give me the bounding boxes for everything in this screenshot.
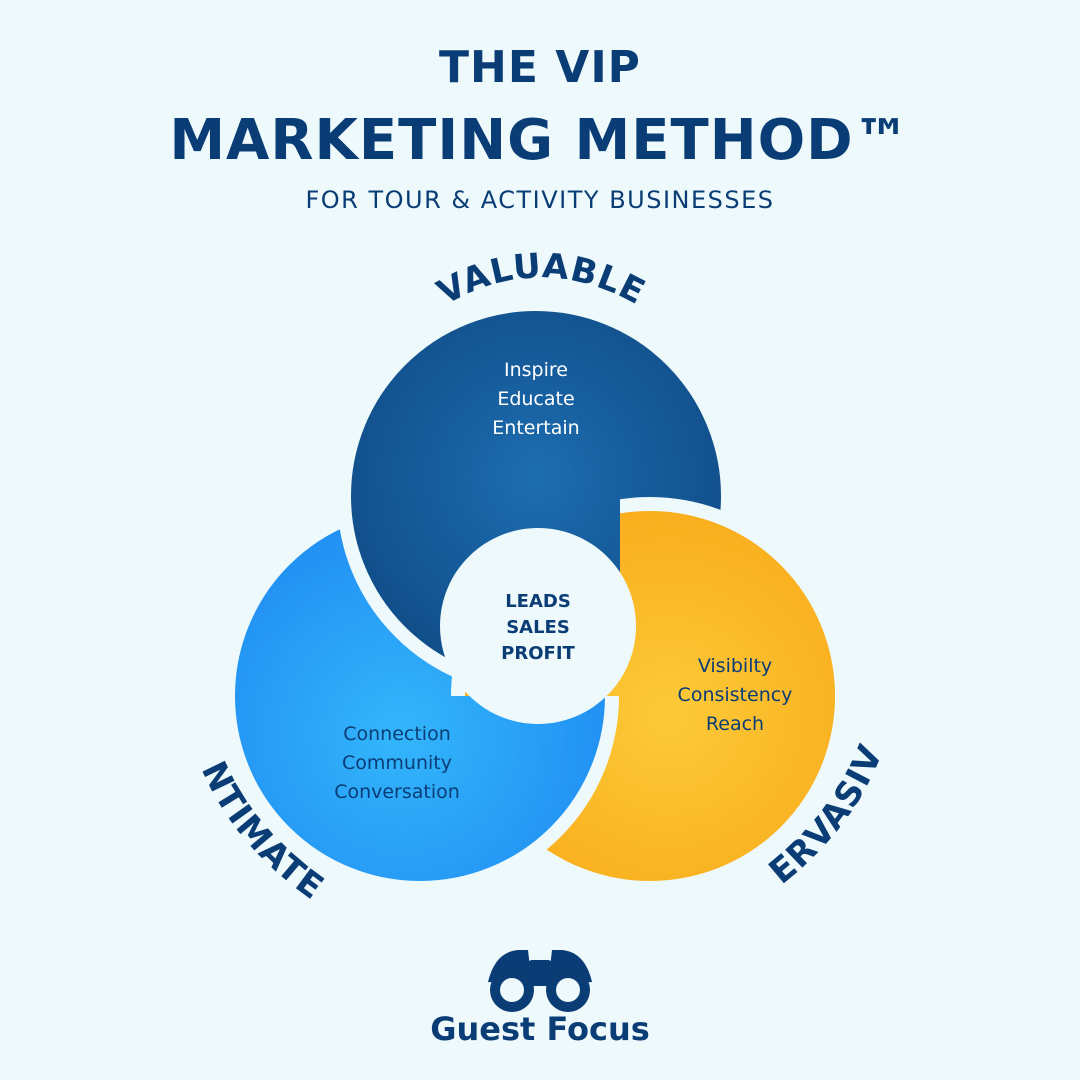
pervasive-item-3: Reach <box>706 713 764 735</box>
title-line-1: THE VIP <box>439 42 641 93</box>
intimate-circle-overlap <box>420 696 619 895</box>
binoculars-icon <box>488 950 592 1012</box>
intimate-item-1: Connection <box>343 723 451 745</box>
center-item-1: LEADS <box>505 591 571 612</box>
brand-name: Guest Focus <box>430 1010 650 1048</box>
pervasive-item-1: Visibilty <box>698 655 772 677</box>
center-item-3: PROFIT <box>501 643 575 664</box>
title-line-2: MARKETING METHOD™ <box>169 108 911 173</box>
intimate-item-3: Conversation <box>334 781 460 803</box>
center-region <box>440 528 636 724</box>
subtitle: FOR TOUR & ACTIVITY BUSINESSES <box>305 186 775 214</box>
intimate-item-2: Community <box>342 752 452 774</box>
center-item-2: SALES <box>506 617 570 638</box>
valuable-item-2: Educate <box>497 388 574 410</box>
pervasive-item-2: Consistency <box>678 684 793 706</box>
valuable-item-3: Entertain <box>492 417 579 439</box>
valuable-item-1: Inspire <box>504 359 568 381</box>
pervasive-circle-overlap <box>620 497 849 710</box>
